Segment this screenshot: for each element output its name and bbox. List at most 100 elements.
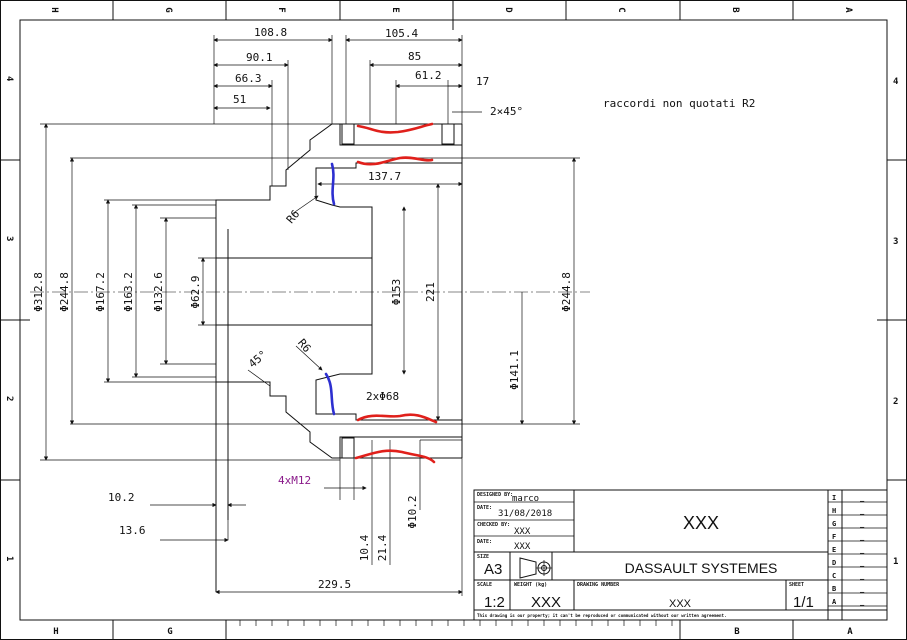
blue-markups — [324, 162, 336, 416]
scale-label: SCALE — [477, 582, 492, 588]
dimension-lines — [43, 35, 577, 596]
dim-221: 221 — [424, 282, 437, 302]
row-right-2: 2 — [893, 397, 898, 407]
row-left-1: 1 — [4, 556, 14, 561]
revision-letter: A — [832, 598, 837, 606]
revision-value: _ — [860, 507, 865, 515]
checked-by-label: CHECKED BY: — [477, 522, 510, 528]
designed-by-label: DESIGNED BY: — [477, 492, 513, 498]
dim-61-2: 61.2 — [415, 69, 442, 82]
sheet-value: 1/1 — [793, 594, 814, 611]
dim-phi-62-9: Φ62.9 — [189, 275, 202, 308]
zone-top-g: G — [163, 7, 173, 12]
row-left-3: 3 — [4, 236, 14, 241]
dim-phi-167-2: Φ167.2 — [94, 272, 107, 312]
dim-10-2: 10.2 — [108, 491, 135, 504]
dim-13-6: 13.6 — [119, 524, 146, 537]
dim-90-1: 90.1 — [246, 51, 273, 64]
dim-2xphi68: 2xΦ68 — [366, 390, 399, 403]
weight-label: WEIGHT (kg) — [514, 582, 547, 588]
drawing-title: XXX — [683, 513, 719, 533]
dim-21-4: 21.4 — [376, 534, 389, 561]
disclaimer-text: This drawing is our property; it can't b… — [477, 613, 727, 618]
dim-229-5: 229.5 — [318, 578, 351, 591]
date-value: 31/08/2018 — [498, 509, 552, 519]
revision-letter: H — [832, 507, 836, 515]
drawing-number-value: XXX — [669, 598, 692, 610]
revision-letter: G — [832, 520, 836, 528]
revision-value: _ — [860, 559, 865, 567]
dim-phi-153: Φ153 — [390, 279, 403, 306]
revision-value: _ — [860, 572, 865, 580]
size-label: SIZE — [477, 554, 489, 560]
revision-letter: F — [832, 533, 836, 541]
title-block — [473, 489, 888, 621]
revision-letter: I — [832, 494, 836, 502]
zone-top-d: D — [503, 7, 513, 13]
zone-top-c: C — [616, 7, 626, 12]
zone-top-b: B — [730, 7, 740, 13]
projection-symbol-icon — [519, 557, 552, 579]
note-fillets: raccordi non quotati R2 — [603, 97, 755, 110]
dim-phi-132-6: Φ132.6 — [152, 272, 165, 312]
revision-value: _ — [860, 533, 865, 541]
dim-10-4: 10.4 — [358, 534, 371, 561]
dim-4xm12: 4xM12 — [278, 474, 311, 487]
dim-phi-312-8: Φ312.8 — [32, 272, 45, 312]
zone-top-h: H — [49, 7, 59, 12]
dim-chamfer: 2×45° — [490, 105, 523, 118]
sheet-label: SHEET — [789, 582, 804, 588]
row-right-3: 3 — [893, 237, 898, 247]
dim-phi-244-8-right: Φ244.8 — [560, 272, 573, 312]
revision-value: _ — [860, 598, 865, 606]
designed-by-value: marco — [512, 494, 539, 504]
date-label: DATE: — [477, 505, 492, 511]
revision-value: _ — [860, 546, 865, 554]
revision-value: _ — [860, 520, 865, 528]
dim-137-7: 137.7 — [368, 170, 401, 183]
dim-85: 85 — [408, 50, 421, 63]
company-name: DASSAULT SYSTEMES — [625, 560, 778, 576]
size-value: A3 — [484, 561, 502, 578]
dim-r6-lower: R6 — [295, 337, 313, 356]
dim-45-deg: 45° — [246, 348, 270, 371]
dim-17: 17 — [476, 75, 489, 88]
hatched-section-lower — [215, 324, 463, 459]
zone-top-a: A — [843, 7, 853, 13]
row-right-1: 1 — [893, 557, 898, 567]
dim-phi-141-1: Φ141.1 — [508, 350, 521, 390]
row-left-4: 4 — [4, 76, 14, 82]
zone-top-e: E — [390, 7, 400, 12]
zone-top-f: F — [276, 7, 286, 12]
zone-bottom-h: H — [53, 627, 58, 637]
scale-value: 1:2 — [484, 594, 505, 611]
row-left-2: 2 — [4, 396, 14, 401]
dim-r6-upper: R6 — [284, 208, 302, 227]
hatched-section-upper — [215, 123, 463, 259]
revision-value: _ — [860, 585, 865, 593]
revision-letter: C — [832, 572, 836, 580]
date2-value: XXX — [514, 542, 531, 552]
date2-label: DATE: — [477, 539, 492, 545]
dim-51: 51 — [233, 93, 246, 106]
dim-105-4: 105.4 — [385, 27, 418, 40]
dim-phi-163-2: Φ163.2 — [122, 272, 135, 312]
row-right-4: 4 — [893, 77, 899, 87]
revision-letter: E — [832, 546, 836, 554]
dim-phi-244-8-left: Φ244.8 — [58, 272, 71, 312]
revision-letter: D — [832, 559, 836, 567]
checked-by-value: XXX — [514, 527, 531, 537]
zone-bottom-a: A — [847, 627, 853, 637]
weight-value: XXX — [531, 594, 561, 611]
drawing-number-label: DRAWING NUMBER — [577, 582, 620, 588]
revision-letter: B — [832, 585, 836, 593]
zone-bottom-g: G — [167, 627, 172, 637]
revision-list: I _ H _ G _ F _ E _ D _ C _ B _ A _ — [832, 494, 865, 606]
revision-value: _ — [860, 494, 865, 502]
dim-66-3: 66.3 — [235, 72, 262, 85]
zone-bottom-b: B — [734, 627, 740, 637]
red-markups — [354, 122, 438, 464]
dim-108-8: 108.8 — [254, 26, 287, 39]
dim-phi-10-2: Φ10.2 — [406, 495, 419, 528]
